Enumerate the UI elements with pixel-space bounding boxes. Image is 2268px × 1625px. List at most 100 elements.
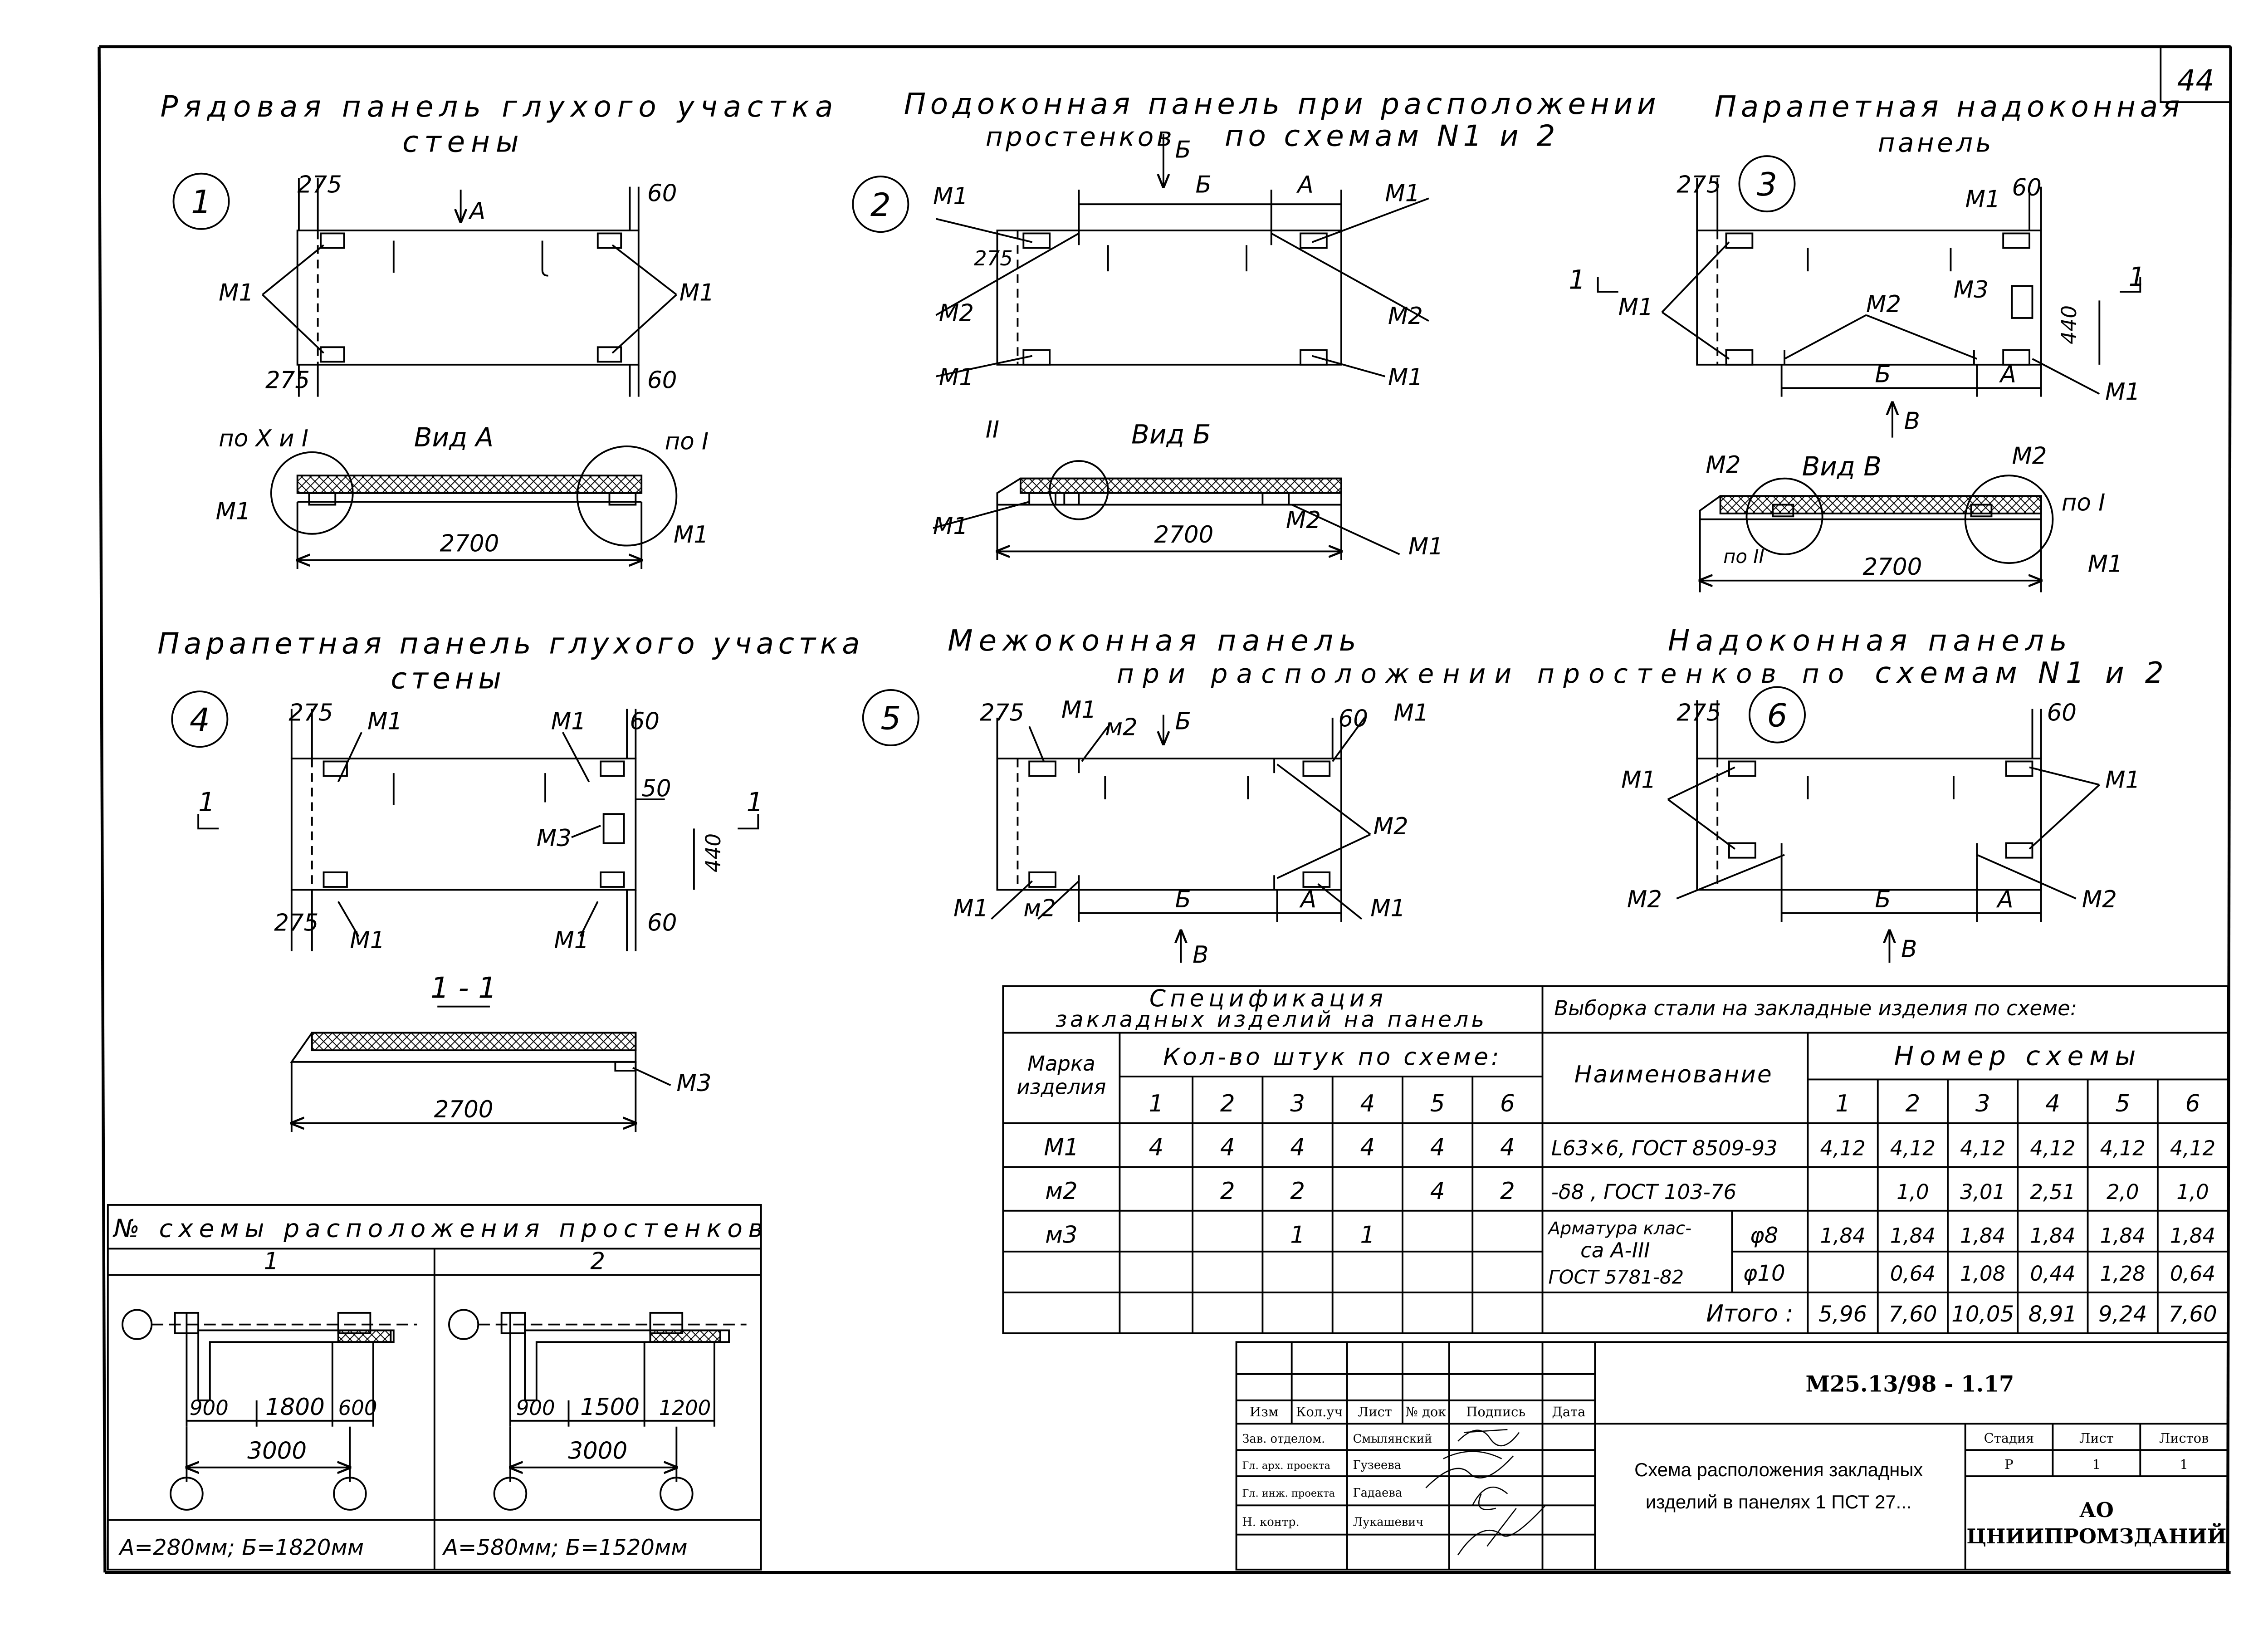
spec-cell: 2 <box>1220 1178 1235 1205</box>
panel-4-section-left: 1 <box>198 787 215 817</box>
spec-col-mark-1: Марка <box>1027 1052 1095 1076</box>
panel-1-ref-right: по I <box>665 428 709 455</box>
panel-3-ref-right: по I <box>2062 489 2106 516</box>
tb-description-1: Схема расположения закладных <box>1634 1459 1923 1480</box>
scheme-2-caption: А=580мм; Б=1520мм <box>442 1535 688 1561</box>
panel-5-dim-left: 275 <box>980 699 1024 726</box>
spec-title-2: закладных изделий на панель <box>1056 1007 1487 1033</box>
panel-1-m-view-left: М1 <box>216 498 251 525</box>
steel-total-cell: 9,24 <box>2098 1302 2147 1327</box>
spec-row-mark: м2 <box>1045 1178 1078 1205</box>
steel-cell: 1,84 <box>2100 1224 2146 1248</box>
panel-3-title-2: панель <box>1878 127 1994 158</box>
tb-h-kol: Кол.уч <box>1296 1404 1343 1419</box>
panel-5-m1-bl: М1 <box>953 895 988 922</box>
panel-2-drawing <box>852 134 1429 560</box>
scheme-2-d1: 900 <box>516 1396 555 1420</box>
panel-5-m2-bl: м2 <box>1023 895 1056 922</box>
steel-rebar-name-3: ГОСТ 5781-82 <box>1548 1266 1684 1288</box>
panel-4-dim-left-top: 275 <box>288 699 333 726</box>
tb-stage-label: Стадия <box>1984 1430 2034 1446</box>
panel-5-arrow-label: Б <box>1175 708 1191 735</box>
spec-scheme-header: 5 <box>1430 1090 1445 1117</box>
panel-3-title: Парапетная надоконная <box>1715 90 2184 124</box>
panel-3-section-left: 1 <box>1569 264 1585 295</box>
panel-3-drawing <box>1597 155 2141 592</box>
tb-name-2: Гузеева <box>1353 1459 1401 1472</box>
sheet-frame <box>98 45 2232 1574</box>
steel-total-cell: 8,91 <box>2028 1302 2077 1327</box>
spec-cell: 4 <box>1220 1134 1235 1161</box>
panel-1-length: 2700 <box>440 530 499 557</box>
scheme-table-title: № схемы расположения простенков <box>112 1214 769 1243</box>
steel-scheme-header: 2 <box>1906 1090 1921 1117</box>
spec-cell: 4 <box>1430 1178 1445 1205</box>
spec-cell: 2 <box>1290 1178 1305 1205</box>
panel-2-m1-tr: М1 <box>1385 180 1420 207</box>
panel-1-view-title: Вид А <box>414 422 494 453</box>
panel-2-m-view-mid: М2 <box>1286 507 1321 534</box>
panel-2-m-view-right: М1 <box>1408 533 1443 560</box>
panel-4-section-title: 1 - 1 <box>430 971 497 1005</box>
spec-cell: 4 <box>1360 1134 1375 1161</box>
scheme-2-d2: 1500 <box>580 1394 640 1421</box>
panel-2-title: Подоконная панель при расположении <box>904 87 1660 121</box>
panel-2-view-title: Вид Б <box>1131 419 1211 450</box>
steel-total-label: Итого : <box>1706 1300 1793 1327</box>
panel-6-dim-left: 275 <box>1677 699 1721 726</box>
panel-5-m1-br: М1 <box>1370 895 1405 922</box>
scheme-1-d3: 600 <box>338 1396 377 1420</box>
panel-3-m1-tr: М1 <box>1965 186 2000 213</box>
title-block-lines <box>1235 1341 2229 1571</box>
panel-6-m2-l: М2 <box>1627 886 1662 913</box>
steel-cell: 4,12 <box>2170 1136 2215 1160</box>
panel-5-title: Межоконная панель <box>948 624 1362 658</box>
panel-5-m2-r: М2 <box>1374 813 1408 840</box>
panel-1-title-2: стены <box>402 125 524 159</box>
panel-4-title: Парапетная панель глухого участка <box>157 627 864 661</box>
steel-cell: 1,84 <box>1960 1224 2005 1248</box>
tb-role-3: Гл. инж. проекта <box>1242 1488 1335 1499</box>
steel-col-name: Наименование <box>1574 1061 1773 1088</box>
tb-org-1: АО <box>2079 1498 2114 1522</box>
spec-title-1: Спецификация <box>1149 985 1388 1013</box>
spec-scheme-header: 2 <box>1220 1090 1235 1117</box>
panel-6-m1-l: М1 <box>1621 766 1656 793</box>
spec-row-mark: м3 <box>1045 1222 1078 1249</box>
steel-cell: 1,0 <box>2176 1180 2209 1204</box>
panel-2-ref: II <box>986 416 999 444</box>
steel-cell: 1,84 <box>1890 1224 1936 1248</box>
tb-h-doc: № док <box>1405 1404 1446 1419</box>
panel-1-number: 1 <box>191 183 211 220</box>
panel-4-m1-tl: М1 <box>367 708 402 735</box>
panel-3-dim-a: А <box>1999 361 2016 388</box>
steel-cell: 0,64 <box>1890 1262 1936 1286</box>
steel-cell: 2,51 <box>2030 1180 2075 1204</box>
panel-5-m1-tl: М1 <box>1061 696 1096 724</box>
panel-2-m1-bl: М1 <box>939 364 974 391</box>
steel-rebar-name-1: Арматура клас- <box>1547 1218 1691 1238</box>
panel-3-ref-left: по II <box>1723 545 1765 568</box>
steel-col-scheme: Номер схемы <box>1894 1040 2142 1071</box>
scheme-1-d2: 1800 <box>265 1394 325 1421</box>
panel-4-m1-br: М1 <box>554 927 589 954</box>
steel-title: Выборка стали на закладные изделия по сх… <box>1554 996 2077 1020</box>
panel-5-arrow-bot: В <box>1193 941 1208 969</box>
panel-6-title: Надоконная панель <box>1668 624 2073 658</box>
panel-5-dim-a: А <box>1299 886 1316 913</box>
panel-4-dim-right-top: 60 <box>630 708 659 735</box>
panel-1-dim-right-bot: 60 <box>647 367 677 394</box>
panel-1-m-view-right: М1 <box>674 521 709 548</box>
tb-h-sign: Подпись <box>1466 1404 1525 1419</box>
spec-col-count: Кол-во штук по схеме: <box>1163 1043 1502 1071</box>
spec-cell: 1 <box>1360 1222 1375 1249</box>
steel-row-name: L63×6, ГОСТ 8509-93 <box>1551 1136 1778 1160</box>
panel-4-dim-50: 50 <box>641 775 671 803</box>
panel-3-m1-left: М1 <box>1618 294 1653 321</box>
panel-2-arrow-label: Б <box>1175 136 1191 163</box>
steel-cell: 4,12 <box>2030 1136 2075 1160</box>
tb-name-1: Смылянский <box>1353 1432 1432 1446</box>
panel-2-number: 2 <box>870 186 891 224</box>
